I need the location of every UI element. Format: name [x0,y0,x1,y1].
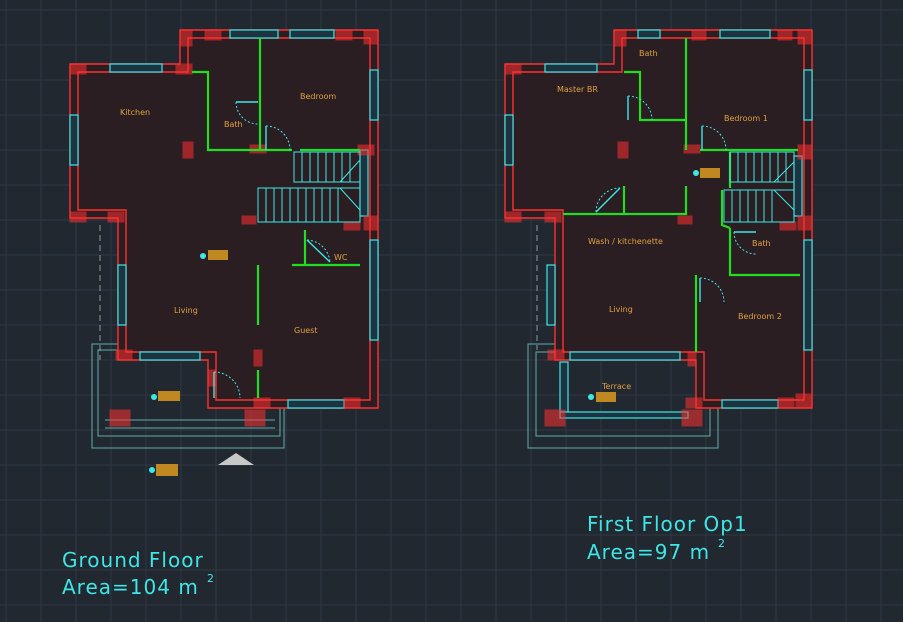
room-label-bath-upper: Bath [639,49,658,58]
ground-floor-area-sup: 2 [207,572,214,585]
ground-floor-plan: Kitchen Bedroom Bath WC Living Guest [69,29,379,476]
room-label-wash-kitchenette: Wash / kitchenette [588,237,663,246]
room-label-kitchen: Kitchen [120,108,150,117]
room-label-bedroom-1: Bedroom 1 [724,114,768,123]
ground-stair [257,151,361,223]
ground-partitions [192,38,360,398]
room-label-bedroom: Bedroom [300,92,336,101]
room-label-bedroom-2: Bedroom 2 [738,312,782,321]
entrance-arrow [218,453,254,465]
first-floor-area-sup: 2 [718,537,725,550]
ground-doors [213,101,331,399]
ground-outer-wall-inner [77,37,371,401]
ground-floor-title: Ground Floor [62,548,204,572]
room-label-living-first: Living [609,305,633,314]
room-label-terrace: Terrace [601,382,631,391]
room-label-wc: WC [334,253,348,262]
ground-windows [69,29,379,409]
first-floor-area: Area=97 m [587,540,710,564]
room-label-bath-lower: Bath [752,239,771,248]
first-outer-wall-inner [512,37,805,401]
first-doors [595,95,757,303]
first-floor-plan: Bath Master BR Bedroom 1 Wash / kitchene… [504,29,813,449]
first-symbols [588,168,720,402]
ground-columns [69,29,379,427]
first-columns [504,29,813,427]
first-stair [723,151,795,223]
first-floor-title: First Floor Op1 [587,512,748,536]
first-windows [504,29,813,419]
room-label-master-br: Master BR [557,85,598,94]
ground-floor-area: Area=104 m [62,575,199,599]
ground-symbols [149,250,228,476]
room-label-bath: Bath [224,120,243,129]
room-label-guest: Guest [294,326,318,335]
room-label-living: Living [174,306,198,315]
